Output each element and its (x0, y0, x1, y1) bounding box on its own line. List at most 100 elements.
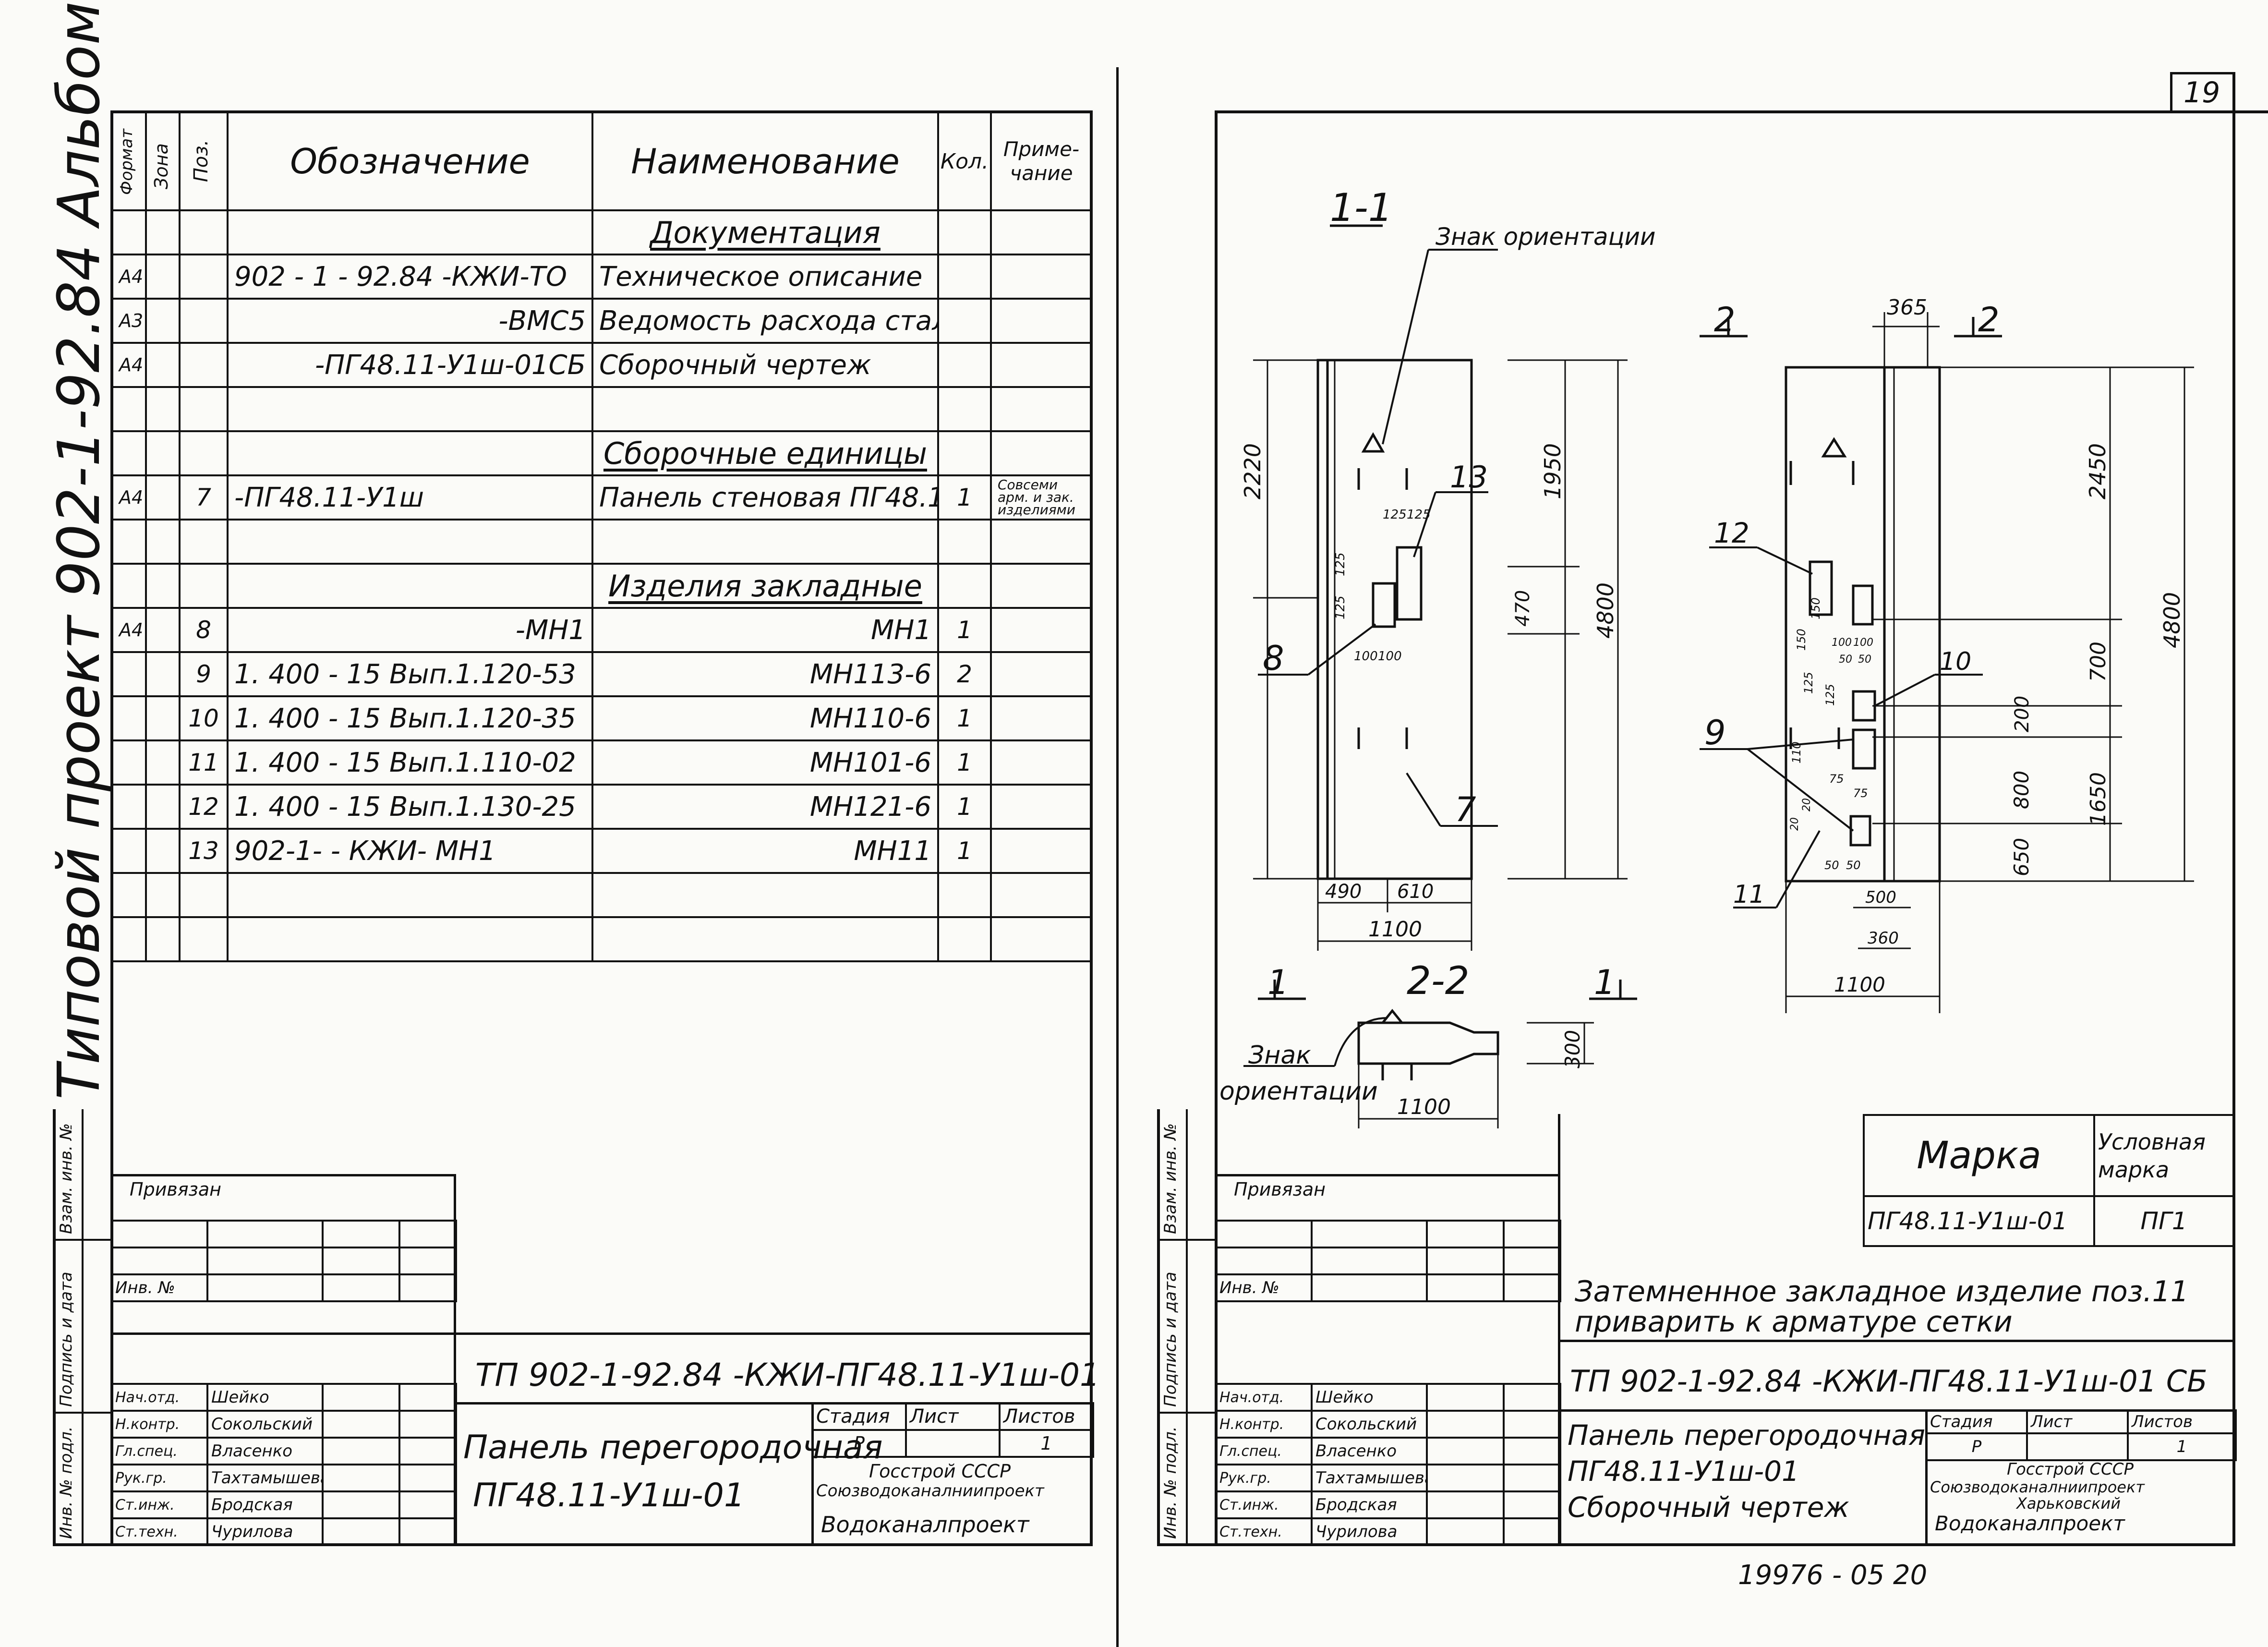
spec-row (111, 386, 1093, 432)
svg-text:700: 700 (2086, 642, 2111, 682)
svg-text:50: 50 (1858, 654, 1871, 666)
svg-text:610: 610 (1397, 881, 1434, 903)
right-privyazan-grid: Инв. № (1215, 1220, 1561, 1302)
svg-text:4800: 4800 (2159, 592, 2185, 648)
svg-text:490: 490 (1325, 881, 1362, 903)
right-org-2: Союзводоканалниипроект (1930, 1478, 2145, 1496)
section-2-2-profile (1357, 1021, 1499, 1065)
callout-10: 10 (1940, 647, 1971, 676)
left-title-line-2: ПГ48.11-У1ш-01 (473, 1477, 745, 1514)
signer-row: Рук.гр.Тахтамышева (1215, 1464, 1561, 1492)
svg-text:ориентации: ориентации (1219, 1077, 1378, 1106)
orientation-triangle-1 (1361, 432, 1385, 453)
specification-table: Формат Зона Поз. Обозначение Наименовани… (111, 111, 1093, 962)
signer-row: Нач.отд.Шейко (1215, 1383, 1561, 1412)
svg-text:1: 1 (1594, 963, 1616, 1002)
callout-9: 9 (1704, 713, 1726, 752)
panel-outline-2-2 (1785, 366, 1941, 883)
svg-text:650: 650 (2010, 838, 2033, 876)
svg-text:125: 125 (1802, 672, 1815, 694)
signer-row: Н.контр.Сокольский (110, 1410, 457, 1439)
svg-text:365: 365 (1887, 295, 1927, 320)
signer-row: Нач.отд.Шейко (110, 1383, 457, 1412)
svg-text:4800: 4800 (1592, 582, 1618, 639)
signer-row: Гл.спец.Власенко (1215, 1437, 1561, 1465)
svg-text:125: 125 (1407, 508, 1431, 522)
svg-text:150: 150 (1809, 597, 1822, 619)
signer-row: Н.контр.Сокольский (1215, 1410, 1561, 1439)
marka-table: Марка Условная марка ПГ48.11-У1ш-01 ПГ1 (1863, 1114, 2234, 1247)
right-org-4: Водоканалпроект (1935, 1512, 2125, 1535)
sheet-number: 19 (2184, 76, 2220, 109)
svg-text:360: 360 (1868, 929, 1899, 948)
svg-text:2450: 2450 (2085, 443, 2111, 499)
svg-text:20: 20 (1801, 798, 1813, 811)
svg-text:50: 50 (1846, 859, 1861, 872)
left-doc-code: ТП 902-1-92.84 -КЖИ-ПГ48.11-У1ш-01 (475, 1356, 1100, 1393)
section-label-1-1: 1-1 (1330, 185, 1393, 230)
right-title-line-2: ПГ48.11-У1ш-01 (1568, 1455, 1799, 1488)
spec-row (111, 916, 1093, 962)
svg-text:125: 125 (1383, 508, 1407, 522)
svg-text:50: 50 (1839, 654, 1852, 666)
signer-row: Ст.инж.Бродская (1215, 1490, 1561, 1519)
note-line-2: приварить к арматуре сетки (1575, 1305, 2013, 1339)
svg-text:150: 150 (1795, 629, 1808, 651)
signer-row: Ст.техн.Чурилова (1215, 1517, 1561, 1546)
svg-text:100: 100 (1853, 637, 1873, 649)
svg-text:2: 2 (1714, 300, 1736, 339)
spec-row: Изделия закладные (111, 563, 1093, 609)
right-title-line-3: Сборочный чертеж (1568, 1491, 1849, 1524)
signer-row: Гл.спец.Власенко (110, 1437, 457, 1465)
svg-text:1950: 1950 (1540, 443, 1566, 499)
svg-text:500: 500 (1865, 888, 1896, 907)
spec-row: Документация (111, 209, 1093, 255)
svg-text:200: 200 (2011, 696, 2033, 732)
orientation-triangle-2 (1821, 437, 1847, 458)
svg-text:1650: 1650 (2086, 772, 2111, 826)
left-org-2: Союзводоканалниипроект (816, 1481, 1044, 1501)
svg-text:50: 50 (1824, 859, 1839, 872)
svg-text:2: 2 (1978, 300, 2000, 339)
bottom-code: 19976 - 05 20 (1738, 1560, 1928, 1591)
svg-text:125: 125 (1333, 595, 1348, 619)
svg-text:1100: 1100 (1397, 1095, 1451, 1119)
svg-text:100: 100 (1378, 649, 1402, 664)
left-privyazan-grid: Инв. № (110, 1220, 457, 1302)
callout-13: 13 (1450, 460, 1488, 495)
signer-row: Ст.техн.Чурилова (110, 1517, 457, 1546)
callout-11: 11 (1733, 880, 1765, 909)
svg-text:20: 20 (1789, 817, 1801, 831)
spec-header-row: Формат Зона Поз. Обозначение Наименовани… (111, 111, 1093, 211)
svg-text:125: 125 (1333, 552, 1348, 576)
left-org-1: Госстрой СССР (869, 1461, 1011, 1482)
svg-text:75: 75 (1829, 772, 1844, 786)
callout-7: 7 (1455, 790, 1476, 829)
section-label-2-2: 2-2 (1407, 958, 1470, 1003)
svg-text:2220: 2220 (1240, 443, 1266, 499)
callout-8: 8 (1263, 639, 1284, 678)
svg-text:800: 800 (2010, 771, 2033, 809)
left-privyazan: Привязан (130, 1179, 221, 1200)
svg-text:75: 75 (1853, 787, 1868, 800)
svg-text:110: 110 (1790, 741, 1803, 763)
right-title-line-1: Панель перегородочная (1568, 1419, 1926, 1452)
svg-text:100: 100 (1354, 649, 1378, 664)
callout-12: 12 (1714, 517, 1749, 549)
svg-text:300: 300 (1561, 1030, 1584, 1068)
svg-text:1: 1 (1267, 963, 1289, 1002)
